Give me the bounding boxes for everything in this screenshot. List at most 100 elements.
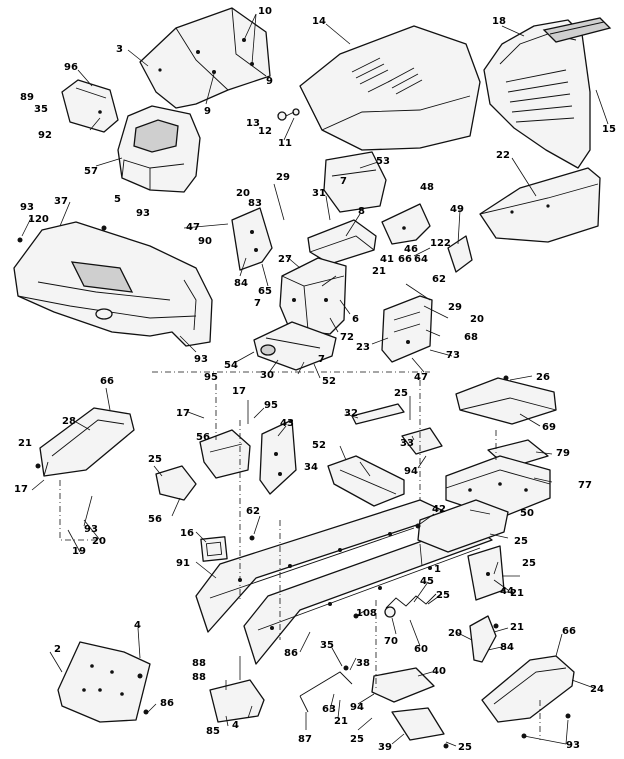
part-strap-85 bbox=[209, 679, 265, 723]
callout-28: 28 bbox=[62, 416, 76, 427]
part-hardware-13 bbox=[277, 108, 300, 121]
part-bracket-39 bbox=[391, 707, 445, 741]
callout-26: 26 bbox=[536, 372, 550, 383]
callout-56: 56 bbox=[148, 514, 162, 525]
callout-53: 53 bbox=[376, 156, 390, 167]
part-dash-support bbox=[231, 207, 273, 271]
callout-65: 65 bbox=[258, 286, 272, 297]
callout-54: 54 bbox=[224, 360, 238, 371]
callout-83: 83 bbox=[248, 198, 262, 209]
callout-122: 122 bbox=[430, 238, 451, 249]
callout-66: 66 bbox=[562, 626, 576, 637]
callout-96: 96 bbox=[64, 62, 78, 73]
callout-93: 93 bbox=[84, 524, 98, 535]
callout-34: 34 bbox=[304, 462, 318, 473]
callout-29: 29 bbox=[448, 302, 462, 313]
callout-4: 4 bbox=[134, 620, 141, 631]
part-dash-panel bbox=[61, 79, 119, 133]
callout-3: 3 bbox=[116, 44, 123, 55]
callout-7: 7 bbox=[340, 176, 347, 187]
callout-60: 60 bbox=[414, 644, 428, 655]
callout-25: 25 bbox=[522, 558, 536, 569]
part-bracket-56 bbox=[199, 429, 251, 479]
callout-64: 64 bbox=[414, 254, 428, 265]
callout-92: 92 bbox=[38, 130, 52, 141]
callout-84: 84 bbox=[500, 642, 514, 653]
callout-66: 66 bbox=[398, 254, 412, 265]
callout-84: 84 bbox=[234, 278, 248, 289]
part-hood bbox=[299, 25, 481, 151]
callout-4: 4 bbox=[232, 720, 239, 731]
callout-39: 39 bbox=[378, 742, 392, 753]
callout-25: 25 bbox=[458, 742, 472, 753]
callout-17: 17 bbox=[176, 408, 190, 419]
callout-49: 49 bbox=[450, 204, 464, 215]
callout-88: 88 bbox=[192, 658, 206, 669]
callout-45: 45 bbox=[420, 576, 434, 587]
callout-42: 42 bbox=[432, 504, 446, 515]
part-spring-45 bbox=[384, 593, 437, 618]
assembly-center-lines bbox=[59, 371, 541, 740]
callout-89: 89 bbox=[20, 92, 34, 103]
callout-62: 62 bbox=[246, 506, 260, 517]
callout-25: 25 bbox=[514, 536, 528, 547]
part-plate-16 bbox=[200, 536, 228, 562]
callout-21: 21 bbox=[334, 716, 348, 727]
part-footrest-left bbox=[39, 407, 135, 477]
callout-86: 86 bbox=[284, 648, 298, 659]
callout-108: 108 bbox=[356, 608, 377, 619]
part-bracket-33 bbox=[401, 427, 443, 455]
part-dash-body bbox=[13, 221, 213, 347]
callout-93: 93 bbox=[20, 202, 34, 213]
callout-95: 95 bbox=[264, 400, 278, 411]
callout-73: 73 bbox=[446, 350, 460, 361]
part-bracket-40 bbox=[371, 667, 435, 703]
part-lever-32 bbox=[351, 403, 405, 425]
callout-19: 19 bbox=[72, 546, 86, 557]
callout-52: 52 bbox=[312, 440, 326, 451]
part-console bbox=[117, 105, 201, 193]
part-rear-plate bbox=[455, 377, 557, 425]
part-bracket-53 bbox=[323, 151, 387, 213]
callout-9: 9 bbox=[204, 106, 211, 117]
part-bracket-48 bbox=[381, 203, 431, 245]
part-pedal-84 bbox=[469, 615, 497, 663]
callout-72: 72 bbox=[340, 332, 354, 343]
callout-95: 95 bbox=[204, 372, 218, 383]
callout-79: 79 bbox=[556, 448, 570, 459]
callout-14: 14 bbox=[312, 16, 326, 27]
callout-29: 29 bbox=[276, 172, 290, 183]
callout-62: 62 bbox=[432, 274, 446, 285]
callout-21: 21 bbox=[510, 622, 524, 633]
callout-77: 77 bbox=[578, 480, 592, 491]
callout-52: 52 bbox=[322, 376, 336, 387]
callout-21: 21 bbox=[510, 588, 524, 599]
callout-35: 35 bbox=[34, 104, 48, 115]
callout-13: 13 bbox=[246, 118, 260, 129]
callout-37: 37 bbox=[54, 196, 68, 207]
part-footrest-right bbox=[481, 655, 575, 723]
callout-20: 20 bbox=[236, 188, 250, 199]
callout-16: 16 bbox=[180, 528, 194, 539]
part-plate-43 bbox=[259, 419, 297, 495]
callout-11: 11 bbox=[278, 138, 292, 149]
callout-46: 46 bbox=[404, 244, 418, 255]
callout-15: 15 bbox=[602, 124, 616, 135]
callout-7: 7 bbox=[318, 354, 325, 365]
callout-40: 40 bbox=[432, 666, 446, 677]
callout-2: 2 bbox=[54, 644, 61, 655]
callout-57: 57 bbox=[84, 166, 98, 177]
callout-63: 63 bbox=[322, 704, 336, 715]
callout-94: 94 bbox=[404, 466, 418, 477]
callout-20: 20 bbox=[470, 314, 484, 325]
part-bracket-49 bbox=[447, 235, 473, 273]
callout-94: 94 bbox=[350, 702, 364, 713]
callout-85: 85 bbox=[206, 726, 220, 737]
callout-66: 66 bbox=[100, 376, 114, 387]
hood-vent-grille bbox=[351, 57, 423, 95]
callout-56: 56 bbox=[196, 432, 210, 443]
callout-30: 30 bbox=[260, 370, 274, 381]
callout-21: 21 bbox=[372, 266, 386, 277]
callout-12: 12 bbox=[258, 126, 272, 137]
